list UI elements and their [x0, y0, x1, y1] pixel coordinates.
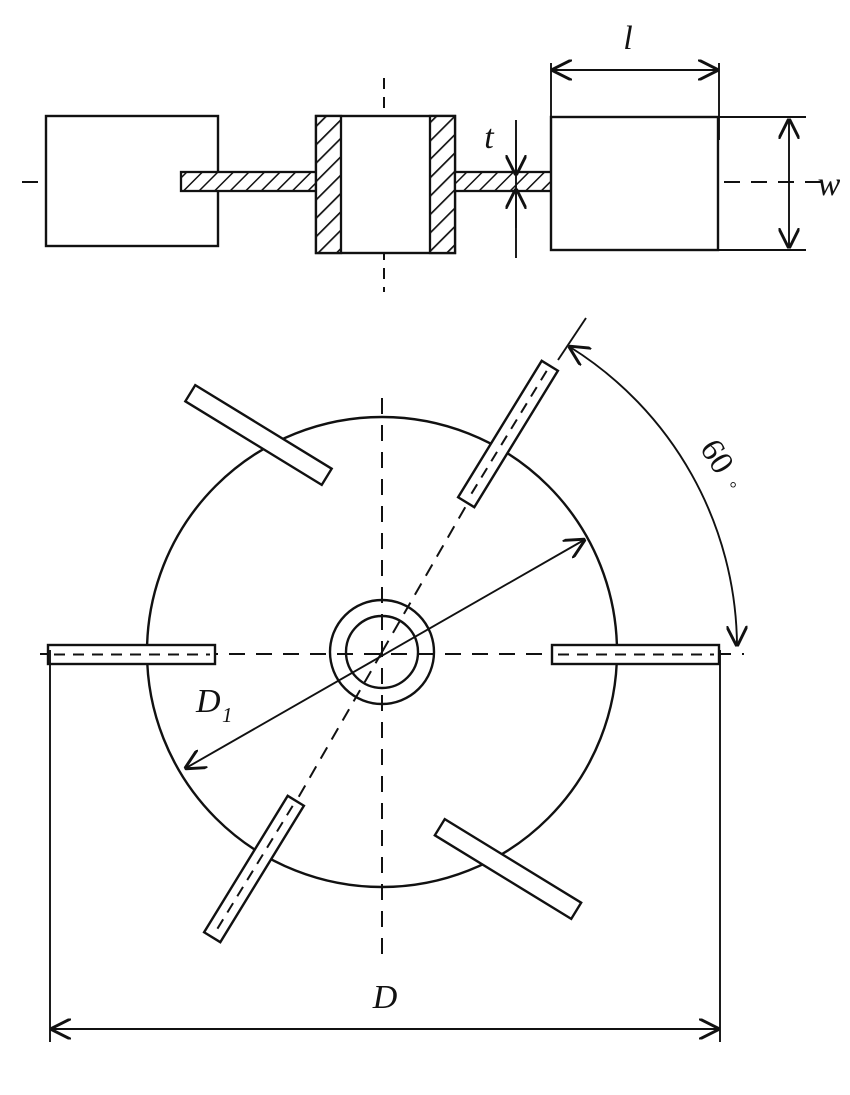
outer-diameter-dimension: D: [49, 650, 721, 1042]
blade-spacing-angle: 60 °: [557, 317, 751, 645]
hub-wall-right-section: [428, 114, 457, 255]
pitch-circle-diameter-dimension: D 1: [186, 540, 584, 768]
angle-leader-tick: [557, 317, 587, 361]
dimension-label-t: t: [484, 119, 495, 156]
blade-upper-right-body: [456, 359, 560, 509]
dimension-label-degree-symbol: °: [720, 478, 741, 495]
right-end-block: [549, 115, 720, 252]
dimension-label-D: D: [372, 979, 398, 1016]
D1-dimension-arrow-line: [186, 540, 584, 768]
blade-length-dimension: l: [550, 20, 720, 140]
dimension-label-60: 60: [692, 433, 740, 480]
side-elevation-view: l t w: [22, 20, 841, 292]
dimension-label-l: l: [623, 20, 632, 57]
blade-lower-left-centerline: [214, 805, 294, 933]
blade-lower-right: [433, 817, 583, 921]
dimension-label-w: w: [818, 166, 841, 203]
blade-upper-left-body: [183, 383, 334, 487]
angle-arc-60: [570, 347, 737, 645]
hub-wall-left-section: [314, 114, 343, 255]
blade-left: [46, 643, 217, 666]
plan-circular-view: D 1 60 ° D: [40, 317, 751, 1042]
dimension-label-D1-subscript: 1: [222, 703, 233, 727]
angle-label-group: 60 °: [692, 433, 741, 495]
dimension-label-D1: D: [195, 683, 221, 720]
blade-upper-right-centerline: [468, 370, 548, 498]
blade-lower-left-body: [202, 794, 306, 944]
blade-upper-right: [456, 359, 560, 509]
blade-lower-right-body: [433, 817, 583, 921]
left-blade-section: [179, 170, 319, 193]
blade-upper-left: [183, 383, 334, 487]
blade-lower-left: [202, 794, 306, 944]
blade-width-dimension: w: [710, 116, 841, 251]
blade-thickness-dimension: t: [484, 119, 516, 258]
left-end-block: [44, 114, 220, 248]
blade-right: [550, 643, 721, 666]
